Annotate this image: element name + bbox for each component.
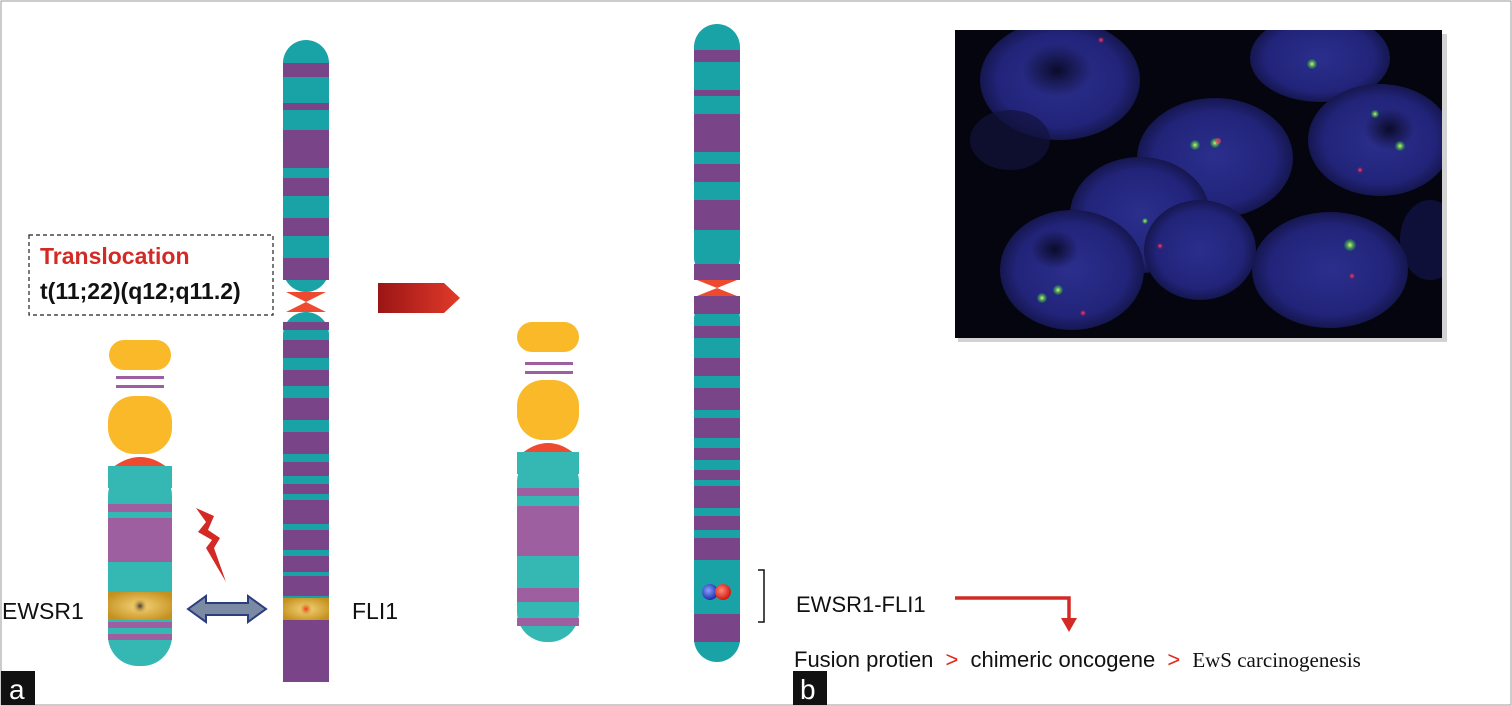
chr22-centromere bbox=[112, 457, 168, 468]
pathway-step-carcinogenesis: EwS carcinogenesis bbox=[1192, 648, 1361, 672]
der22-p-arm bbox=[517, 380, 579, 440]
fish-micrograph bbox=[955, 30, 1447, 342]
derivative-chromosome-11 bbox=[694, 24, 740, 662]
der11-centromere bbox=[697, 280, 737, 296]
gene-label-ewsr1: EWSR1 bbox=[2, 598, 84, 624]
der22-satellite bbox=[517, 322, 579, 352]
translocation-title: Translocation bbox=[40, 243, 190, 269]
panel-label-a: a bbox=[9, 674, 25, 705]
fusion-dot-red bbox=[715, 584, 731, 600]
derivative-chromosome-22 bbox=[517, 322, 579, 642]
chr11-centromere bbox=[286, 292, 326, 312]
pathway-step-fusion-protein: Fusion protien bbox=[794, 647, 933, 672]
chr22-satellite bbox=[109, 340, 171, 370]
panel-label-b-bg bbox=[793, 671, 827, 705]
pathway-separator-1: > bbox=[946, 647, 959, 672]
chr22-p-arm bbox=[108, 396, 172, 454]
der22-centromere bbox=[521, 443, 575, 454]
pathway-separator-2: > bbox=[1167, 647, 1180, 672]
fusion-arrow-icon bbox=[955, 596, 1071, 620]
fusion-bracket bbox=[758, 569, 765, 623]
gene-label-fli1: FLI1 bbox=[352, 598, 398, 624]
double-arrow-icon bbox=[186, 594, 268, 624]
translocation-notation: t(11;22)(q12;q11.2) bbox=[40, 278, 241, 304]
lightning-bolt-icon bbox=[196, 508, 226, 582]
pathway-text: Fusion protien > chimeric oncogene > EwS… bbox=[794, 647, 1361, 672]
panel-label-b: b bbox=[800, 674, 816, 705]
translocation-box bbox=[28, 234, 274, 316]
chromosome-11-large bbox=[283, 40, 329, 682]
right-arrow-icon bbox=[378, 283, 460, 313]
fusion-dot-blue bbox=[702, 584, 718, 600]
fusion-gene-label: EWSR1-FLI1 bbox=[796, 592, 926, 617]
fli1-locus-dot bbox=[300, 603, 312, 615]
panel-label-a-bg bbox=[1, 671, 35, 705]
chromosome-22-small bbox=[108, 340, 172, 666]
pathway-step-chimeric-oncogene: chimeric oncogene bbox=[971, 647, 1156, 672]
ewsr1-locus-dot bbox=[133, 599, 147, 613]
